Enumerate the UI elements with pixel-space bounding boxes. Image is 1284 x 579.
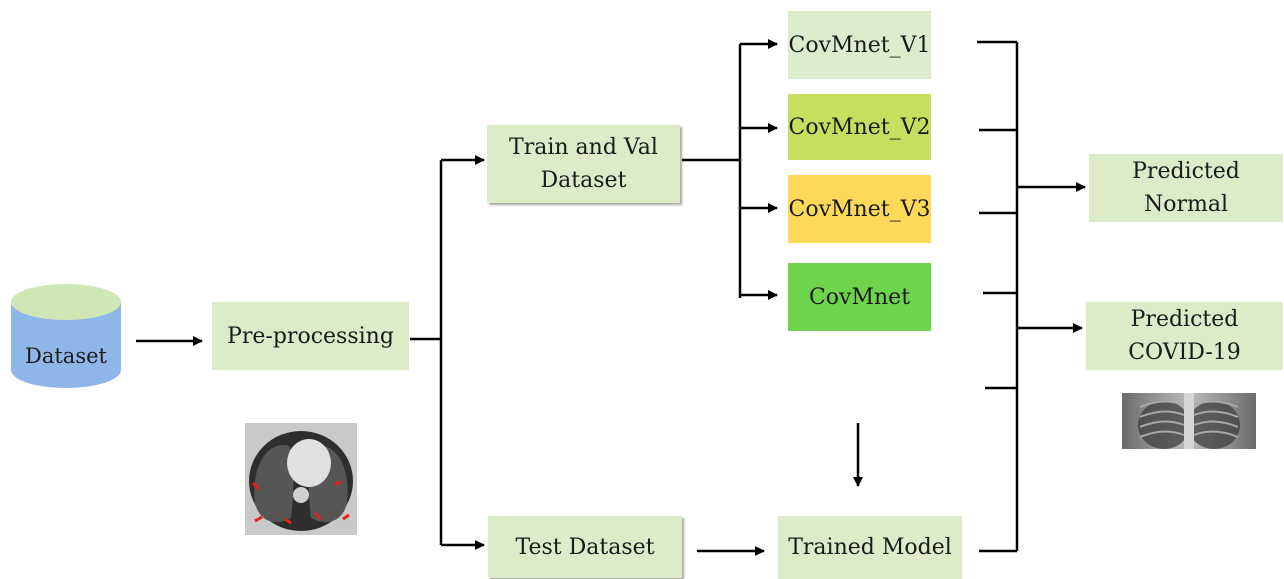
preprocessing-box: Pre-processing — [212, 302, 409, 370]
ct-scan-image — [245, 423, 357, 535]
dataset-label: Dataset — [25, 344, 107, 369]
predicted-covid-box: Predicted COVID-19 — [1086, 302, 1283, 370]
trained-model-box: Trained Model — [778, 516, 962, 579]
dataset-cylinder — [11, 284, 121, 388]
model-v3-box: CovMnet_V3 — [788, 175, 931, 243]
model-v1-box: CovMnet_V1 — [788, 11, 931, 79]
model-v2-box: CovMnet_V2 — [788, 94, 931, 160]
train-val-box: Train and Val Dataset — [487, 125, 680, 203]
chest-xray-image — [1122, 393, 1256, 449]
model-final-box: CovMnet — [788, 263, 931, 331]
test-dataset-box: Test Dataset — [488, 516, 682, 578]
predicted-normal-box: Predicted Normal — [1089, 154, 1283, 222]
